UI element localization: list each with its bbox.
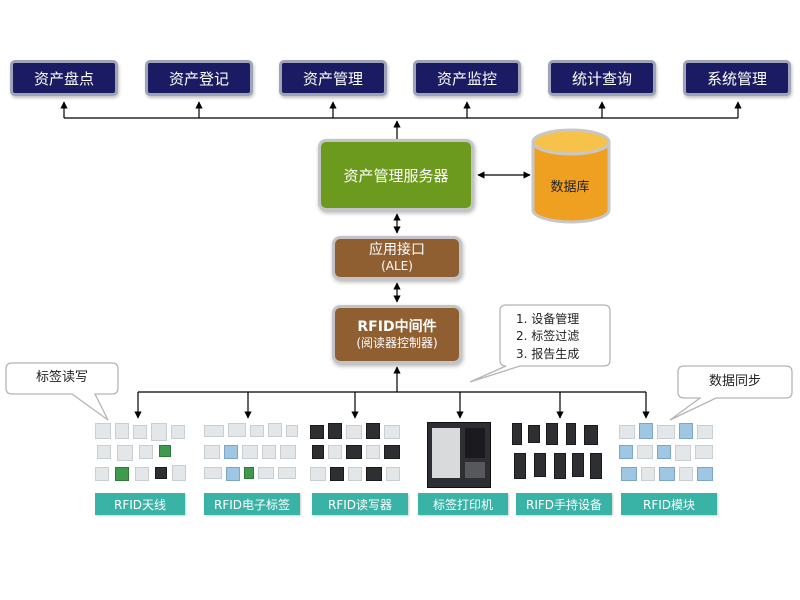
callout-functions-shape (469, 304, 611, 383)
device-label-label-printer: 标签打印机 (418, 493, 508, 515)
database-cylinder (531, 128, 611, 224)
device-label-rfid-tag: RFID电子标签 (204, 493, 300, 515)
middleware-title: RFID中间件 (357, 318, 437, 335)
rfid-reader-image (310, 423, 408, 485)
callout-tag-rw-shape (5, 362, 119, 421)
device-label-rfid-module: RFID模块 (621, 493, 717, 515)
device-label-rfid-antenna: RFID天线 (95, 493, 185, 515)
function-item: 2. 标签过滤 (516, 329, 580, 344)
callout-tag-read-write: 标签读写 (35, 370, 88, 385)
function-item: 1. 设备管理 (516, 312, 580, 326)
rfid-module-image (619, 423, 717, 485)
rfid-middleware-box: RFID中间件 (阅读器控制器) (332, 305, 462, 364)
module-statistics-query: 统计查询 (548, 60, 656, 96)
database-label: 数据库 (550, 180, 590, 195)
module-asset-registration: 资产登记 (145, 60, 253, 96)
middleware-subtitle: (阅读器控制器) (356, 335, 438, 350)
rfid-tag-image (204, 423, 300, 485)
module-asset-management: 资产管理 (279, 60, 387, 96)
callout-data-sync: 数据同步 (708, 374, 761, 389)
module-asset-monitoring: 资产监控 (413, 60, 521, 96)
device-label-handheld: RIFD手持设备 (516, 493, 612, 515)
rfid-antenna-image (95, 423, 190, 485)
callout-data-sync-shape (669, 365, 793, 421)
ale-interface-box: 应用接口 (ALE) (332, 236, 462, 280)
function-item: 3. 报告生成 (516, 346, 580, 361)
handheld-device-image (510, 423, 606, 485)
label-printer-image (427, 422, 491, 488)
device-label-rfid-reader: RFID读写器 (312, 493, 408, 515)
middleware-functions-list: 1. 设备管理 2. 标签过滤 3. 报告生成 (516, 311, 579, 363)
ale-subtitle: (ALE) (381, 259, 413, 274)
module-system-management: 系统管理 (683, 60, 791, 96)
asset-management-server: 资产管理服务器 (318, 139, 474, 211)
ale-title: 应用接口 (369, 242, 425, 259)
module-asset-inventory: 资产盘点 (10, 60, 118, 96)
